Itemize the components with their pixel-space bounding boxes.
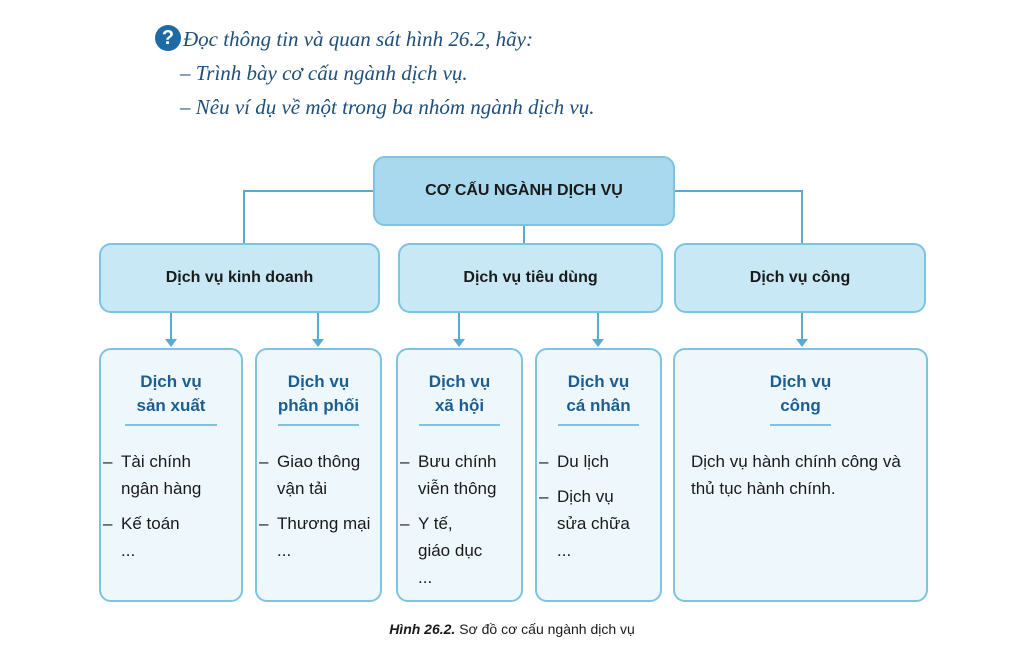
leaf-title: Dịch vụ phân phối (277, 372, 360, 415)
title-underline (557, 424, 640, 426)
leaf-cong: Dịch vụ công Dịch vụ hành chính công và … (673, 348, 928, 602)
leaf-ca-nhan: Dịch vụ cá nhân Du lịch Dịch vụ sửa chữa… (535, 348, 662, 602)
list-item: Giao thông (257, 448, 380, 475)
title-underline (124, 424, 218, 426)
leaf-title: Dịch vụ cá nhân (566, 372, 631, 415)
connector-root-left (243, 190, 373, 243)
group-tieu-dung: Dịch vụ tiêu dùng (398, 243, 663, 313)
figure-caption: Hình 26.2. Sơ đồ cơ cấu ngành dịch vụ (0, 621, 1024, 637)
list-item: ... (277, 541, 292, 560)
leaf-description: Dịch vụ hành chính công và thủ tục hành … (691, 452, 901, 498)
instruction-line-2: – Trình bày cơ cấu ngành dịch vụ. (180, 61, 468, 85)
leaf-title: Dịch vụ sản xuất (136, 372, 206, 415)
instruction-line-1: ?Đọc thông tin và quan sát hình 26.2, hã… (155, 22, 595, 56)
group-cong: Dịch vụ công (674, 243, 926, 313)
list-item: ... (557, 541, 572, 560)
list-item: Kế toán (101, 510, 241, 537)
connector-root-right (675, 190, 803, 243)
arrowhead (453, 339, 465, 347)
leaf-san-xuat: Dịch vụ sản xuất Tài chính ngân hàng Kế … (99, 348, 243, 602)
list-item: ... (121, 541, 136, 560)
list-item: Y tế, (398, 510, 521, 537)
list-item: Tài chính (101, 448, 241, 475)
leaf-phan-phoi: Dịch vụ phân phối Giao thông vận tải Thư… (255, 348, 382, 602)
question-icon: ? (155, 25, 181, 51)
list-item: giáo dục (418, 541, 483, 560)
instructions: ?Đọc thông tin và quan sát hình 26.2, hã… (155, 22, 595, 124)
title-underline (770, 424, 831, 426)
arrowhead (796, 339, 808, 347)
leaf-title: Dịch vụ công (769, 372, 832, 415)
list-item: Dịch vụ (537, 483, 660, 510)
list-item: Thương mại (257, 510, 380, 537)
title-underline (418, 424, 501, 426)
arrowhead (165, 339, 177, 347)
caption-text: Sơ đồ cơ cấu ngành dịch vụ (459, 621, 635, 637)
leaf-xa-hoi: Dịch vụ xã hội Bưu chính viễn thông Y tế… (396, 348, 523, 602)
leaf-items: Bưu chính viễn thông Y tế, giáo dục ... (398, 448, 521, 591)
list-item: sửa chữa (557, 514, 630, 533)
leaf-items: Tài chính ngân hàng Kế toán ... (101, 448, 241, 564)
arrowhead (312, 339, 324, 347)
caption-label: Hình 26.2. (389, 621, 456, 637)
group-kinh-doanh: Dịch vụ kinh doanh (99, 243, 380, 313)
list-item: ngân hàng (121, 479, 202, 498)
list-item: ... (418, 568, 433, 587)
leaf-items: Du lịch Dịch vụ sửa chữa ... (537, 448, 660, 564)
list-item: vận tải (277, 479, 328, 498)
arrowhead (592, 339, 604, 347)
list-item: Du lịch (537, 448, 660, 475)
root-node: CƠ CẤU NGÀNH DỊCH VỤ (373, 156, 675, 226)
instruction-line-3: – Nêu ví dụ về một trong ba nhóm ngành d… (180, 95, 595, 119)
title-underline (277, 424, 360, 426)
leaf-title: Dịch vụ xã hội (428, 372, 491, 415)
leaf-items: Giao thông vận tải Thương mại ... (257, 448, 380, 564)
list-item: Bưu chính (398, 448, 521, 475)
list-item: viễn thông (418, 479, 497, 498)
